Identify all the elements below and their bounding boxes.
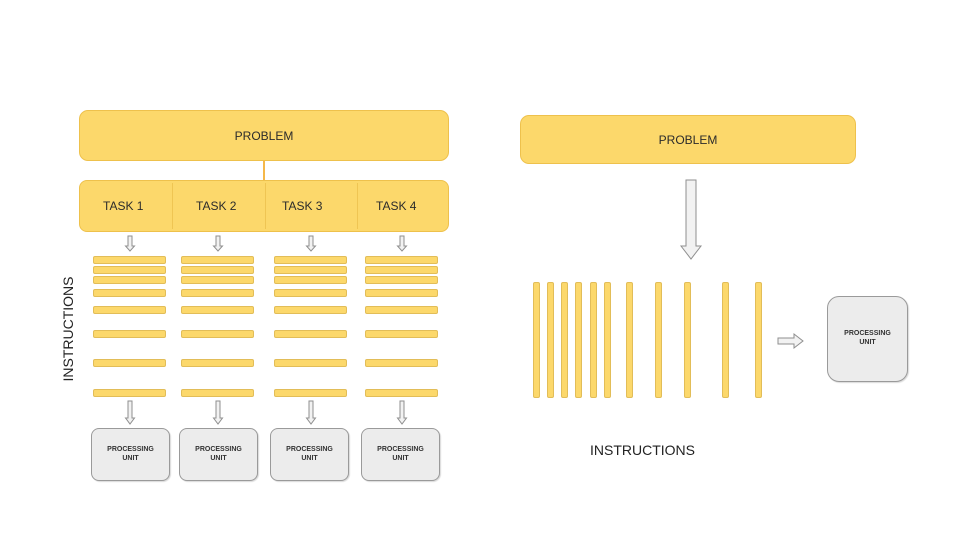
processing-unit: PROCESSING UNIT — [179, 428, 258, 481]
instruction-bar — [365, 256, 438, 264]
instruction-bar — [93, 359, 166, 367]
instruction-bar — [561, 282, 568, 398]
task-divider — [265, 183, 266, 229]
instructions-label: INSTRUCTIONS — [590, 442, 695, 458]
problem-label: PROBLEM — [234, 128, 294, 143]
processing-unit: PROCESSING UNIT — [827, 296, 908, 382]
instruction-bar — [365, 389, 438, 397]
instruction-bar — [274, 389, 347, 397]
problem-box: PROBLEM — [520, 115, 856, 164]
down-arrow-icon — [396, 400, 407, 425]
instruction-bar — [533, 282, 540, 398]
down-arrow-icon — [305, 400, 316, 425]
instruction-bar — [181, 266, 254, 274]
processing-unit: PROCESSING UNIT — [361, 428, 440, 481]
task-label: TASK 2 — [196, 199, 237, 213]
instruction-bar — [274, 276, 347, 284]
instruction-bar — [365, 359, 438, 367]
instruction-bar — [274, 256, 347, 264]
instruction-bar — [181, 306, 254, 314]
tasks-box: TASK 1 TASK 2 TASK 3 TASK 4 — [79, 180, 449, 232]
instruction-bar — [365, 330, 438, 338]
task-label: TASK 4 — [376, 199, 417, 213]
processing-unit: PROCESSING UNIT — [270, 428, 349, 481]
right-arrow-icon — [777, 332, 804, 350]
instruction-bar — [181, 389, 254, 397]
instruction-bar — [181, 289, 254, 297]
instruction-bar — [755, 282, 762, 398]
task-cell: TASK 2 — [173, 181, 265, 231]
instruction-bar — [365, 276, 438, 284]
problem-task-connector — [263, 161, 265, 181]
instruction-bar — [93, 330, 166, 338]
instruction-bar — [93, 266, 166, 274]
processing-unit: PROCESSING UNIT — [91, 428, 170, 481]
instruction-bar — [93, 389, 166, 397]
instruction-bar — [575, 282, 582, 398]
down-arrow-icon — [679, 179, 703, 260]
instruction-bar — [547, 282, 554, 398]
instruction-bar — [93, 306, 166, 314]
instruction-bar — [181, 330, 254, 338]
instruction-bar — [93, 276, 166, 284]
instruction-bar — [365, 306, 438, 314]
down-arrow-icon — [123, 235, 136, 252]
instruction-bar — [93, 289, 166, 297]
problem-box: PROBLEM — [79, 110, 449, 161]
problem-label: PROBLEM — [658, 132, 718, 147]
instruction-bar — [274, 266, 347, 274]
instruction-bar — [274, 306, 347, 314]
task-cell: TASK 1 — [80, 181, 172, 231]
instruction-bar — [604, 282, 611, 398]
instruction-bar — [181, 359, 254, 367]
instruction-bar — [274, 359, 347, 367]
instruction-bar — [626, 282, 633, 398]
instruction-bar — [365, 289, 438, 297]
down-arrow-icon — [124, 400, 135, 425]
down-arrow-icon — [304, 235, 317, 252]
instruction-bar — [274, 289, 347, 297]
task-cell: TASK 3 — [266, 181, 358, 231]
instruction-bar — [722, 282, 729, 398]
instruction-bar — [93, 256, 166, 264]
task-divider — [172, 183, 173, 229]
down-arrow-icon — [211, 235, 224, 252]
instruction-bar — [655, 282, 662, 398]
down-arrow-icon — [395, 235, 408, 252]
task-label: TASK 3 — [282, 199, 323, 213]
down-arrow-icon — [212, 400, 223, 425]
task-cell: TASK 4 — [358, 181, 450, 231]
task-label: TASK 1 — [103, 199, 144, 213]
instruction-bar — [274, 330, 347, 338]
instruction-bar — [684, 282, 691, 398]
instruction-bar — [590, 282, 597, 398]
instructions-label: INSTRUCTIONS — [60, 276, 76, 382]
instruction-bar — [365, 266, 438, 274]
instruction-bar — [181, 256, 254, 264]
instruction-bar — [181, 276, 254, 284]
task-divider — [357, 183, 358, 229]
